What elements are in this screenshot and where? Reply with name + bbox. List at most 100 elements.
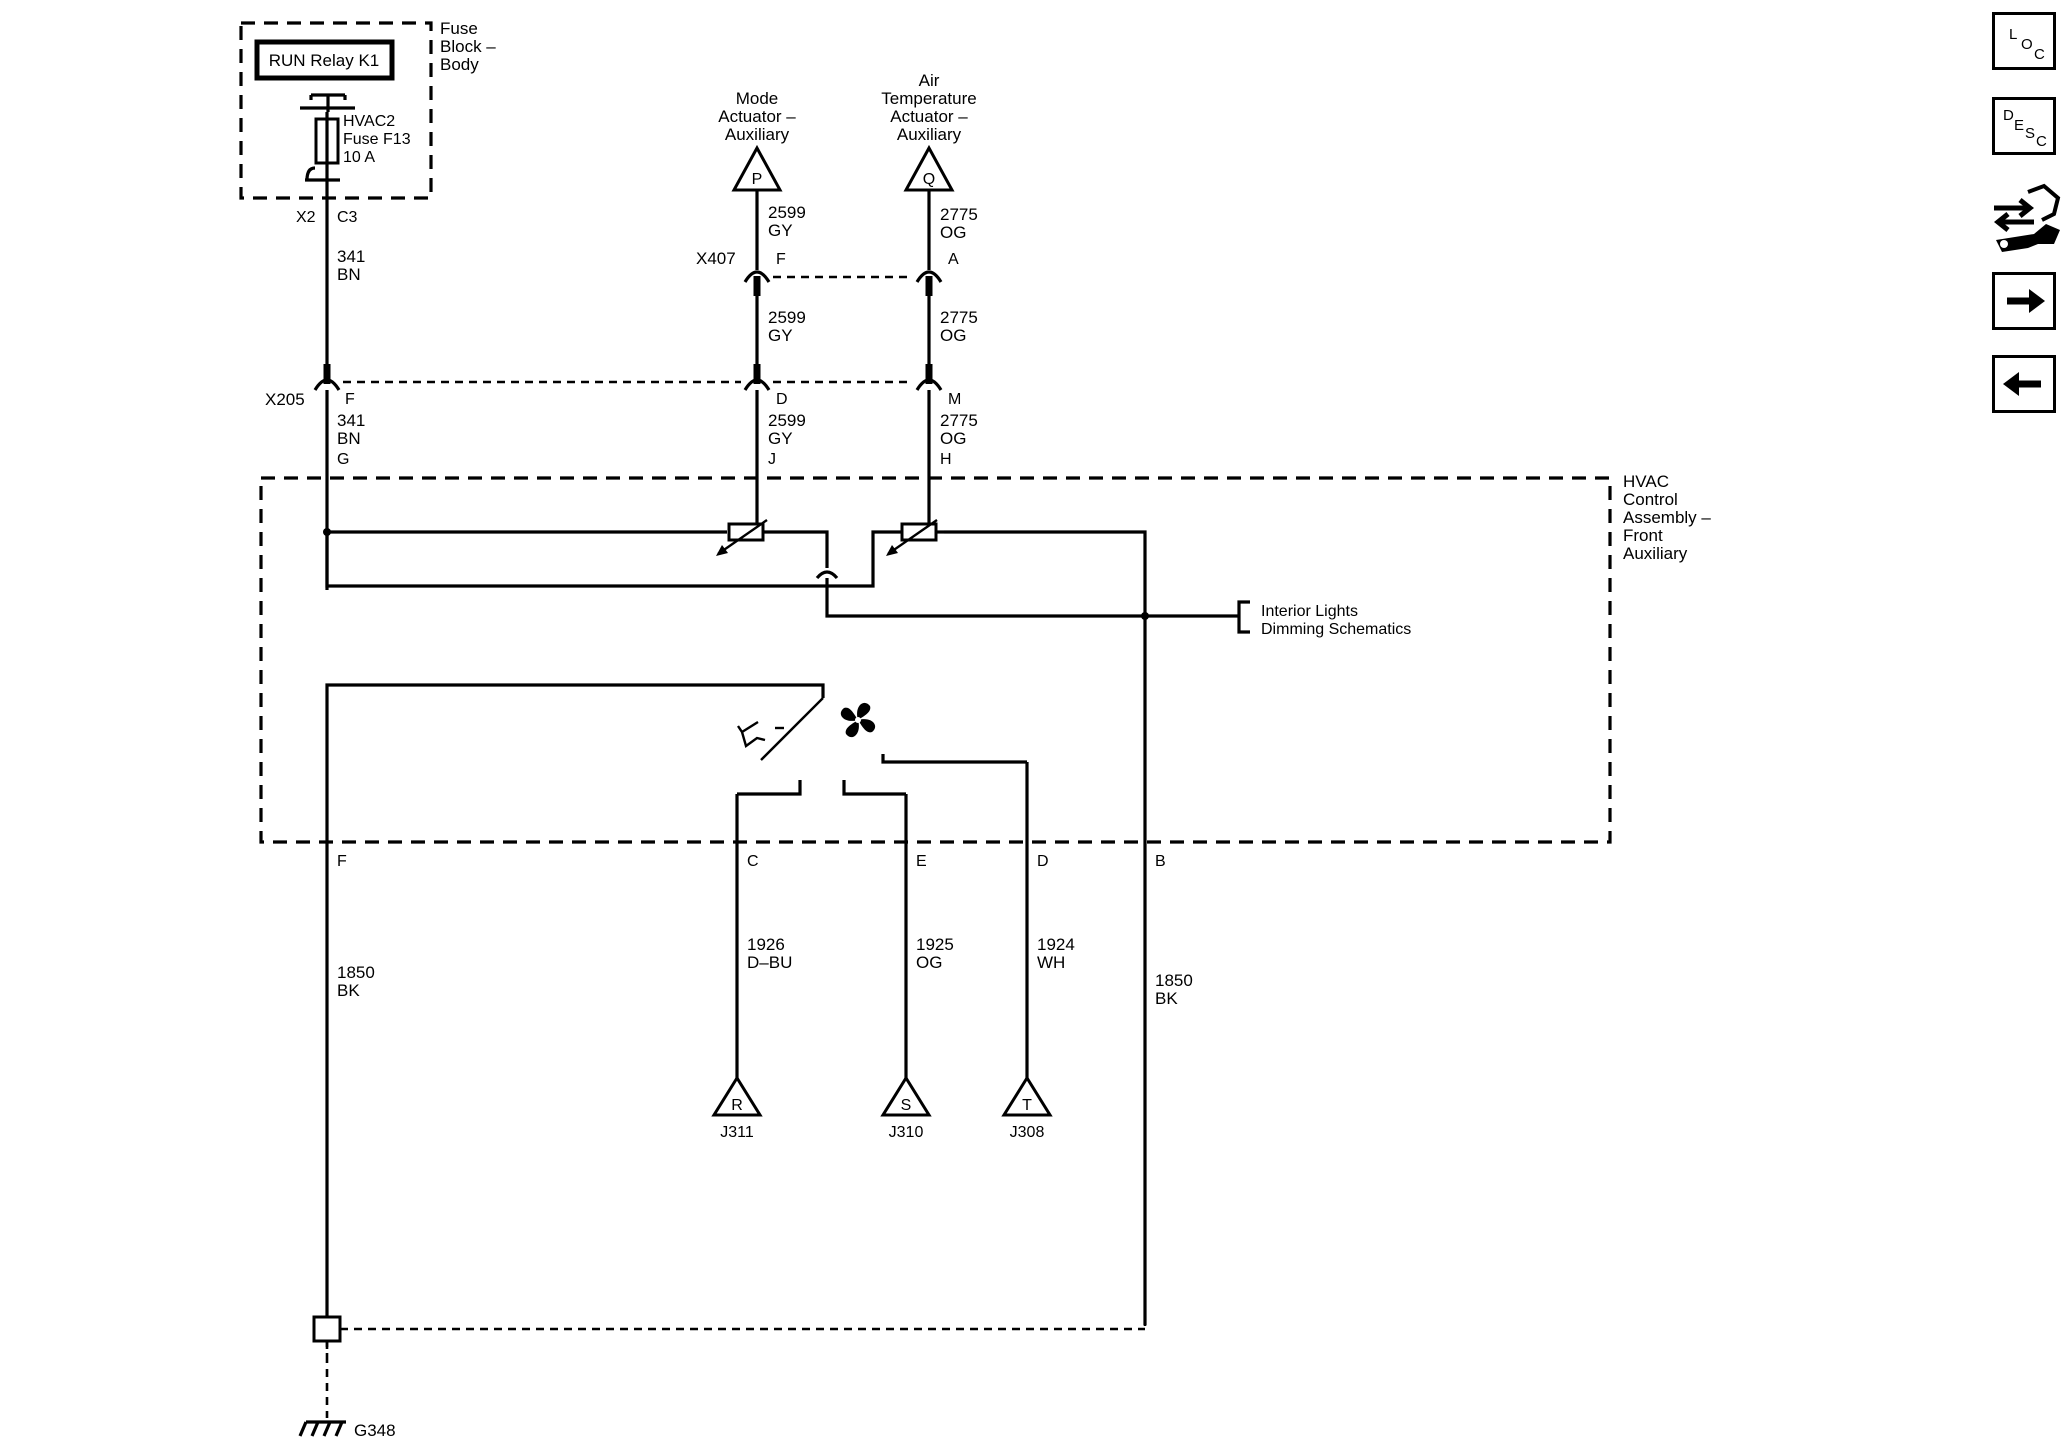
hvac-pin-f: F: [337, 853, 347, 870]
next-page-button[interactable]: [1992, 272, 2056, 330]
hvac-pin-c: C: [747, 853, 759, 870]
hvac-name-5: Auxiliary: [1623, 544, 1688, 563]
desc-e: E: [2014, 117, 2024, 134]
splice-j310-label: J310: [889, 1124, 924, 1141]
wire-1850-left-num: 1850: [337, 963, 375, 982]
wire-1924-color: WH: [1037, 953, 1065, 972]
x407-pin-a: A: [948, 251, 959, 268]
desc-d: D: [2003, 107, 2014, 124]
connector-wrench-icon: [1993, 183, 2061, 252]
run-relay-label: RUN Relay K1: [269, 51, 380, 70]
x205-label: X205: [265, 390, 305, 409]
fuse-block: Fuse Block – Body RUN Relay K1 HVAC2 Fus…: [239, 19, 496, 226]
mode-actuator-name-1: Mode: [736, 89, 779, 108]
loc-l: L: [2009, 26, 2017, 43]
hvac-pin-h: H: [940, 451, 952, 468]
wire-2775-color-3: OG: [940, 429, 966, 448]
fuse-block-title-1: Fuse: [440, 19, 478, 38]
hvac-pin-d: D: [1037, 853, 1049, 870]
fuse-label-1: HVAC2: [343, 113, 395, 130]
splice-j308: T J308: [1001, 1075, 1053, 1141]
mode-actuator-name-3: Auxiliary: [725, 125, 790, 144]
fuse-label-3: 10 A: [343, 149, 375, 166]
air-actuator-name-4: Auxiliary: [897, 125, 962, 144]
splice-t-ref: T: [1022, 1097, 1032, 1114]
x407-pin-f: F: [776, 251, 786, 268]
fuse-label-2: Fuse F13: [343, 131, 411, 148]
splice-s-ref: S: [901, 1097, 912, 1114]
air-actuator-name-3: Actuator –: [890, 107, 968, 126]
wire-2775-color-2: OG: [940, 326, 966, 345]
splice-r-ref: R: [731, 1097, 743, 1114]
wire-341-color-top: BN: [337, 265, 361, 284]
dimming-label-2: Dimming Schematics: [1261, 621, 1411, 638]
dimming-label-1: Interior Lights: [1261, 603, 1358, 620]
hvac-pin-e: E: [916, 853, 927, 870]
mode-actuator: Mode Actuator – Auxiliary P: [718, 89, 796, 192]
splice-j308-label: J308: [1010, 1124, 1045, 1141]
hvac-control-assembly: HVAC Control Assembly – Front Auxiliary …: [259, 472, 1711, 1325]
run-relay-box: [254, 39, 395, 81]
arrow-left-icon: [2003, 372, 2041, 396]
connector-tool-button[interactable]: [1988, 178, 2064, 256]
wire-1850-right-num: 1850: [1155, 971, 1193, 990]
wire-2775-num-1: 2775: [940, 205, 978, 224]
conn-x2-label: X2: [296, 209, 316, 226]
blower-fan-icon: [840, 702, 876, 738]
ground-label: G348: [354, 1421, 396, 1440]
wire-2599-num-1: 2599: [768, 203, 806, 222]
x205-pin-m: M: [948, 391, 961, 408]
wire-2775-color-1: OG: [940, 223, 966, 242]
wire-2599-color-2: GY: [768, 326, 793, 345]
air-actuator-name-1: Air: [919, 71, 940, 90]
wire-2775-num-3: 2775: [940, 411, 978, 430]
connector-x205: X205 F D M: [265, 364, 961, 409]
wire-1850-left-color: BK: [337, 981, 360, 1000]
wire-1926-color: D–BU: [747, 953, 792, 972]
loc-c: C: [2034, 46, 2045, 63]
x205-pin-f: F: [345, 391, 355, 408]
wire-341-num-top: 341: [337, 247, 365, 266]
mode-actuator-ref: P: [752, 171, 763, 188]
wire-1850-right-color: BK: [1155, 989, 1178, 1008]
air-temp-actuator: Air Temperature Actuator – Auxiliary Q: [881, 71, 977, 192]
fuse-block-title-2: Block –: [440, 37, 496, 56]
x205-pin-d: D: [776, 391, 788, 408]
splice-j310: S J310: [880, 1075, 932, 1141]
wire-1925-color: OG: [916, 953, 942, 972]
hvac-name-3: Assembly –: [1623, 508, 1711, 527]
ground-g348: G348: [298, 1290, 1147, 1440]
mode-actuator-name-2: Actuator –: [718, 107, 796, 126]
splice-j311-label: J311: [720, 1124, 754, 1141]
splice-j311: R J311: [711, 1075, 763, 1141]
location-button[interactable]: L O C: [1992, 12, 2056, 70]
x407-label: X407: [696, 249, 736, 268]
fuse-block-title-3: Body: [440, 55, 479, 74]
hvac-name-2: Control: [1623, 490, 1678, 509]
arrow-right-icon: [2007, 289, 2045, 313]
wire-1925-num: 1925: [916, 935, 954, 954]
hvac-pin-b: B: [1155, 853, 1166, 870]
wire-2599-num-2: 2599: [768, 308, 806, 327]
description-button[interactable]: D E S C: [1992, 97, 2056, 155]
wire-1924-num: 1924: [1037, 935, 1075, 954]
wire-2775-num-2: 2775: [940, 308, 978, 327]
wire-341-num-2: 341: [337, 411, 365, 430]
desc-s: S: [2025, 125, 2035, 142]
wire-2599-num-3: 2599: [768, 411, 806, 430]
wire-1926-num: 1926: [747, 935, 785, 954]
hvac-pin-j: J: [768, 451, 776, 468]
ground-splice-box: [312, 1315, 342, 1343]
previous-page-button[interactable]: [1992, 355, 2056, 413]
hvac-name-1: HVAC: [1623, 472, 1669, 491]
conn-c3-label: C3: [337, 209, 358, 226]
hvac-pin-g: G: [337, 451, 349, 468]
desc-c: C: [2036, 133, 2047, 150]
loc-o: O: [2021, 36, 2033, 53]
connector-x407: X407 F A: [696, 249, 959, 296]
air-actuator-name-2: Temperature: [881, 89, 976, 108]
wire-341-color-2: BN: [337, 429, 361, 448]
wire-2599-color-1: GY: [768, 221, 793, 240]
hvac-name-4: Front: [1623, 526, 1663, 545]
